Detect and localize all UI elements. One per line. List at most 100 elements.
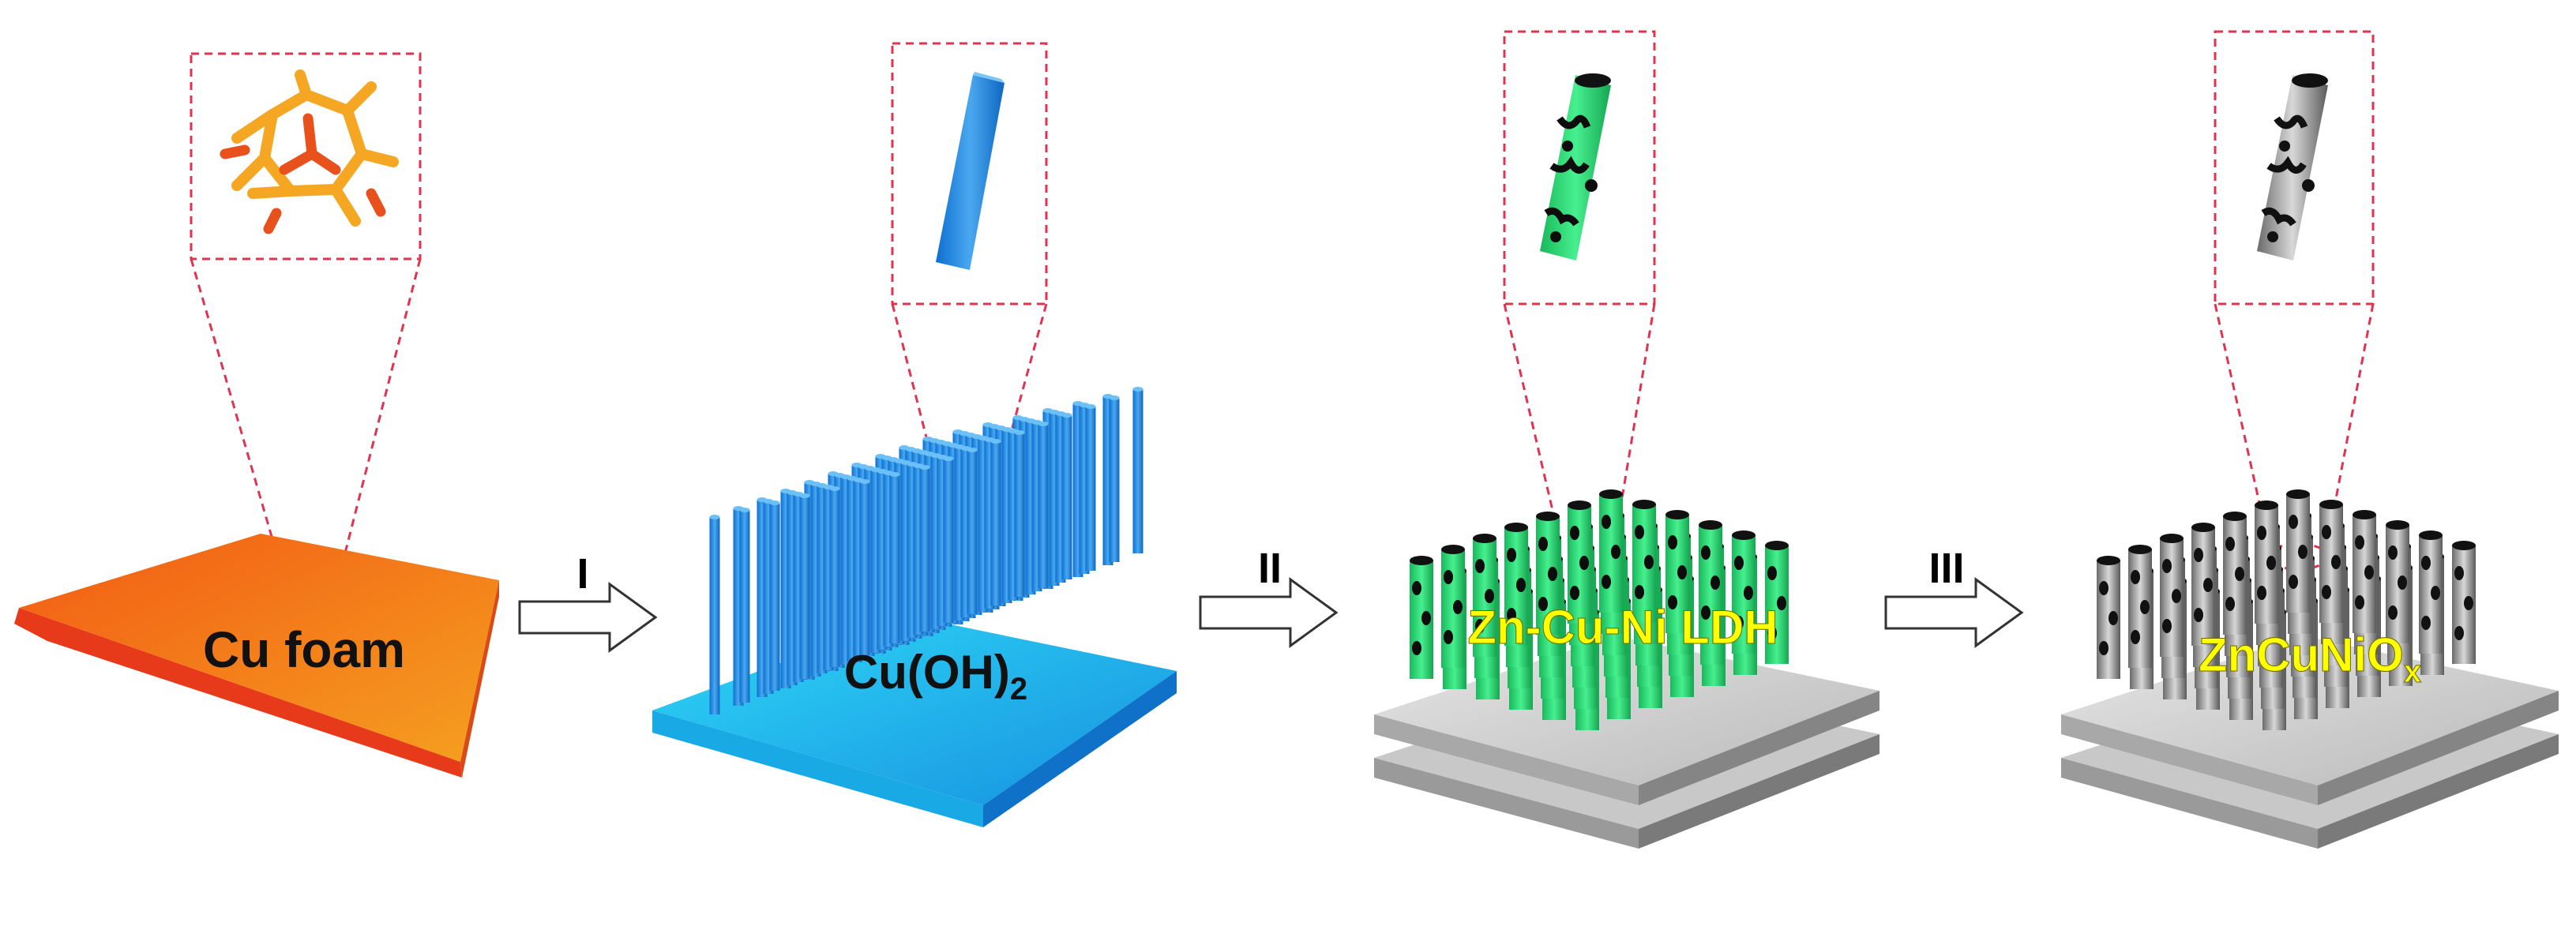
nanotube-top <box>1765 541 1789 550</box>
ldh-tube-array <box>1410 489 1789 730</box>
surface-pore <box>2225 537 2235 551</box>
surface-pore <box>2203 578 2213 592</box>
surface-pore <box>1602 575 1611 589</box>
surface-pore <box>1744 586 1753 600</box>
nanotube-top <box>2128 545 2152 554</box>
surface-pore <box>2298 545 2308 559</box>
surface-pore <box>1701 605 1710 620</box>
nanorod-tip <box>1014 430 1025 435</box>
surface-pore <box>1516 578 1526 592</box>
step-arrow-3: III <box>1884 545 2024 648</box>
surface-pore <box>2131 570 2140 584</box>
step-label: I <box>576 550 588 598</box>
surface-pore <box>2421 616 2431 630</box>
surface-pore <box>1668 595 1677 609</box>
nanotube-top <box>2097 556 2120 565</box>
nanotube-top <box>1632 500 1656 509</box>
nanorod <box>990 441 1001 605</box>
surface-pore <box>2099 641 2108 655</box>
nanotube-top <box>2319 500 2343 509</box>
surface-pore <box>2388 605 2398 620</box>
nanorod-tip <box>769 500 780 505</box>
nanorod-tip <box>1085 404 1096 409</box>
zoom-lines <box>891 42 1048 506</box>
zoom-inset-box <box>1503 30 1656 306</box>
step-arrow-1: I <box>518 550 658 653</box>
nanorod <box>1061 415 1072 579</box>
stage-zncunioox: ZnCuNiOx <box>2061 30 2559 849</box>
nanotube-top <box>1732 530 1756 540</box>
nanorod-tip <box>829 486 840 491</box>
surface-pore <box>1570 586 1579 600</box>
arrow-icon <box>1199 577 1339 648</box>
surface-pore <box>1507 548 1516 562</box>
stage-zn-cu-ni-ldh: Zn-Cu-Ni LDH <box>1374 30 1879 849</box>
surface-pore <box>1677 565 1687 579</box>
stage-label: Zn-Cu-Ni LDH <box>1467 601 1778 654</box>
nanorod <box>967 450 978 614</box>
nanorod-tip <box>919 465 930 470</box>
surface-pore <box>1734 616 1744 630</box>
nanorod <box>889 474 900 643</box>
nanorod <box>943 459 954 623</box>
oxide-tube-array <box>2097 489 2476 730</box>
surface-pore <box>2108 611 2118 625</box>
nanorod-tip <box>1061 413 1072 418</box>
arrow-icon <box>1884 577 2024 648</box>
zoom-inset-box <box>891 42 1048 306</box>
nanotube-top <box>2286 489 2310 499</box>
nanotube-top <box>1504 523 1528 532</box>
surface-pore <box>2388 545 2398 560</box>
nanotube-top <box>1665 510 1689 519</box>
oxide-tube-icon <box>2257 73 2328 261</box>
nanorod <box>769 503 780 691</box>
nanorod-tip <box>1132 387 1143 392</box>
surface-pore <box>1767 566 1777 580</box>
surface-pore <box>2172 589 2181 603</box>
surface-pore <box>1777 596 1786 610</box>
surface-pore <box>2225 597 2235 611</box>
surface-pore <box>2289 575 2298 589</box>
nanorod <box>1038 424 1049 588</box>
nanorod-tip <box>1109 396 1120 400</box>
surface-pore <box>1734 556 1744 570</box>
nanorod-tip <box>799 493 810 498</box>
nanorod <box>709 517 720 714</box>
surface-pore <box>1635 585 1644 599</box>
surface-pore <box>2194 608 2203 622</box>
surface-pore <box>1644 555 1654 569</box>
surface-pore <box>1475 619 1485 633</box>
nanotube-top <box>1699 520 1722 530</box>
surface-pore <box>2454 566 2464 580</box>
surface-pore <box>2421 556 2431 570</box>
surface-pore <box>2162 559 2172 573</box>
nanorod <box>859 482 870 655</box>
surface-pore <box>2322 585 2331 599</box>
nanorod <box>1109 398 1120 562</box>
surface-pore <box>2131 630 2140 644</box>
surface-pore <box>1701 545 1710 560</box>
surface-pore <box>2398 575 2407 590</box>
surface-pore <box>1444 570 1453 584</box>
nanorod-icon <box>936 72 1004 270</box>
surface-pore <box>2454 626 2464 640</box>
surface-pore <box>1538 597 1548 611</box>
nanorod <box>919 467 930 632</box>
surface-pore <box>1668 535 1677 549</box>
nanotube-top <box>2386 520 2409 530</box>
surface-pore <box>1412 581 1421 595</box>
surface-pore <box>1635 525 1644 539</box>
nanorod-tip <box>889 472 900 477</box>
nanorod <box>1132 389 1143 553</box>
surface-pore <box>2431 586 2440 600</box>
surface-pore <box>1579 556 1589 570</box>
stage-cu-oh2: Cu(OH)2 <box>652 42 1177 827</box>
surface-pore <box>2464 596 2473 610</box>
surface-pore <box>2331 555 2341 569</box>
surface-pore <box>2364 565 2374 579</box>
surface-pore <box>2235 567 2244 581</box>
cu-foam-slab <box>14 534 499 778</box>
surface-pore <box>2355 595 2364 609</box>
surface-pore <box>2257 526 2266 540</box>
